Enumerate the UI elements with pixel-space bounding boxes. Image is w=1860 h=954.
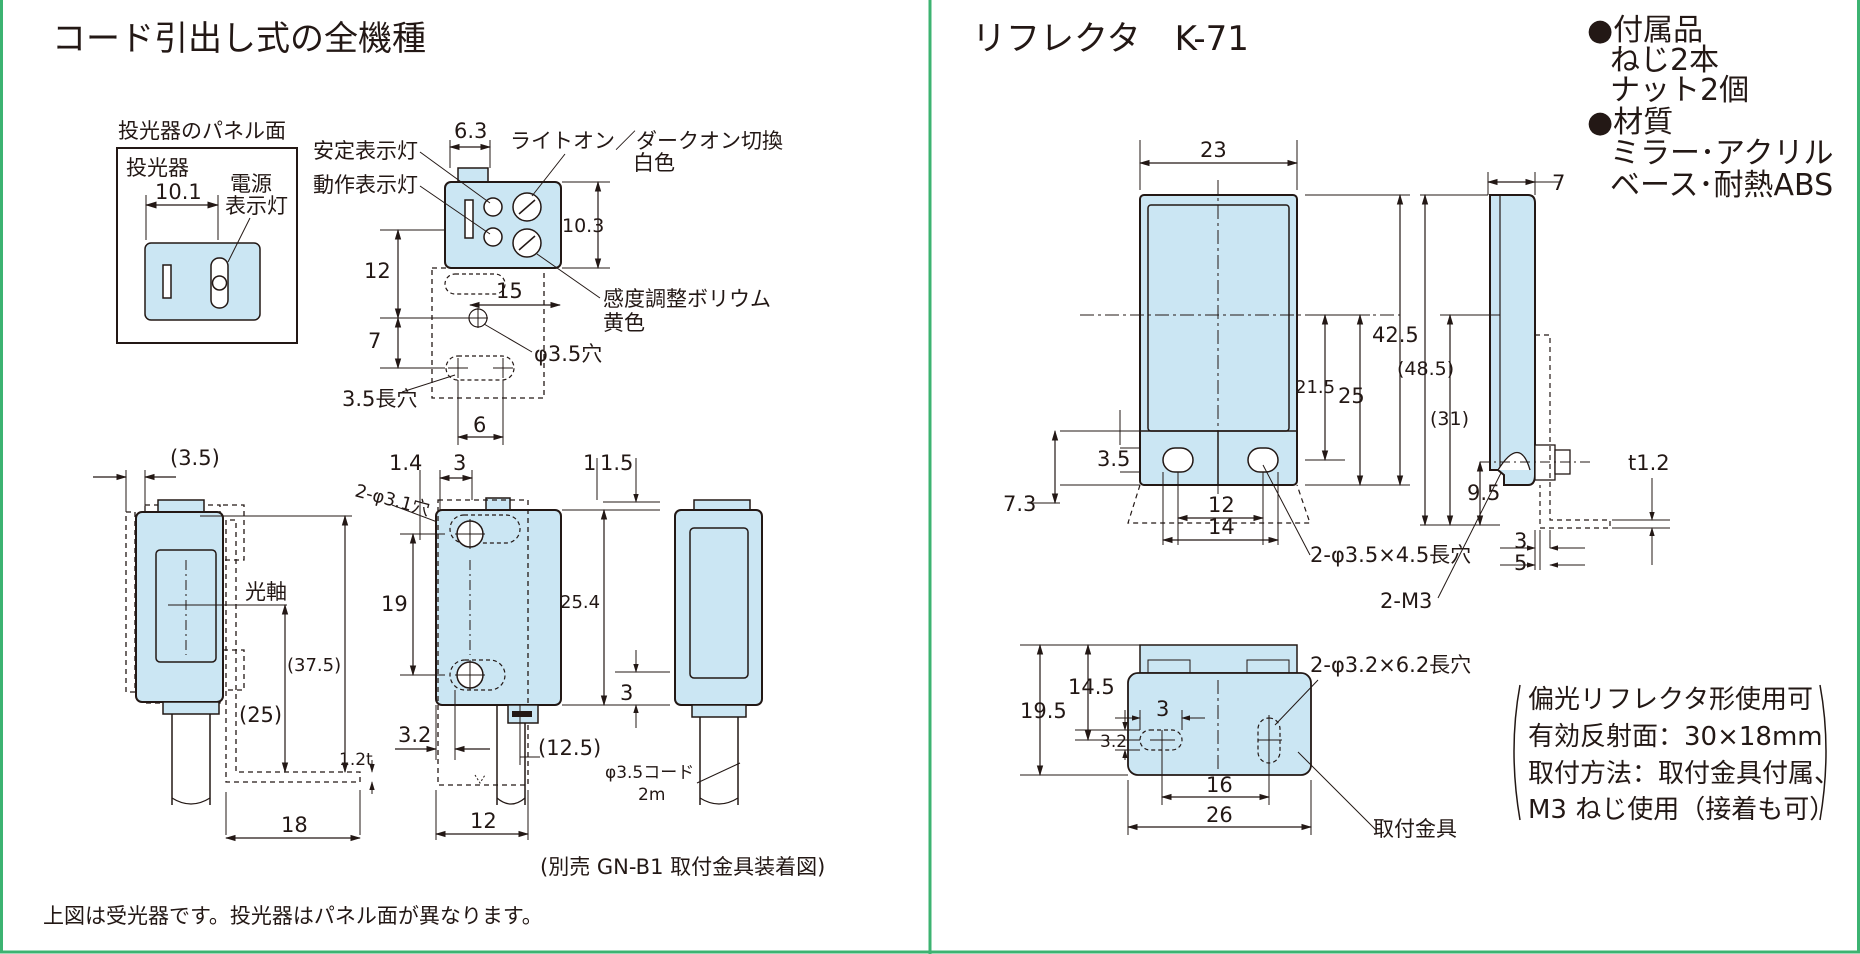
switch-label: ライトオン／ダークオン切換 [510, 129, 783, 153]
panel-lamp-label-2: 表示灯 [225, 194, 288, 218]
left-section: コード引出し式の全機種 投光器のパネル面 投光器 10.1 電源 表示灯 6.3 [43, 19, 825, 928]
panel-dim-10-1: 10.1 [155, 180, 202, 204]
front-dim-1-4: 1.4 [389, 451, 422, 475]
refl-side-dim-3: 3 [1514, 529, 1527, 553]
top-dim-6-3: 6.3 [454, 119, 487, 143]
mounting-bracket-view: 19.5 14.5 3.2 3 2-φ3.2×6.2長穴 16 26 取付金 [1020, 643, 1471, 841]
top-dim-15: 15 [496, 279, 523, 303]
cord-label-1: φ3.5コード [605, 763, 694, 783]
refl-dim-3-5: 3.5 [1097, 447, 1130, 471]
bracket-dim-14-5: 14.5 [1068, 675, 1115, 699]
sens-label: 感度調整ボリウム [603, 287, 771, 311]
panel-caption: 投光器のパネル面 [118, 119, 286, 143]
bracket-note: (別売 GN-B1 取付金具装着図) [540, 855, 825, 879]
side-dim-1-2t: 1.2t [339, 750, 373, 770]
side-dim-18: 18 [281, 813, 308, 837]
top-dim-12: 12 [364, 259, 391, 283]
refl-dim-48-5: (48.5) [1397, 358, 1454, 380]
spec-block: 偏光リフレクタ形使用可 有効反射面：30×18mm 取付方法：取付金具付属、 M… [1513, 684, 1840, 825]
right-section: リフレクタ K-71 ●付属品 ねじ2本 ナット2個 ●材質 ミラー･アクリル … [972, 13, 1840, 841]
front-dim-12: 12 [470, 809, 497, 833]
accessory-item-1: ねじ2本 [1610, 43, 1719, 78]
stable-lamp-label: 安定表示灯 [313, 139, 418, 163]
bracket-dim-19-5: 19.5 [1020, 699, 1067, 723]
reflector-front-view: 23 42.5 21.5 25 3.5 [1003, 138, 1506, 613]
spec-line-3: 取付方法：取付金具付属、 [1528, 759, 1840, 789]
refl-dim-25: 25 [1338, 384, 1365, 408]
accessory-heading: ●付属品 [1587, 13, 1703, 48]
accessory-item-2: ナット2個 [1610, 73, 1749, 108]
left-footnote: 上図は受光器です。投光器はパネル面が異なります。 [43, 904, 543, 928]
front-dim-3: 3 [453, 451, 466, 475]
refl-dim-14: 14 [1208, 515, 1235, 539]
front-dim-12-5: (12.5) [538, 736, 601, 760]
front-dim-3-2: 3.2 [398, 723, 431, 747]
refl-dim-21-5: 21.5 [1295, 377, 1335, 398]
front-dim-1: 1 [583, 451, 596, 475]
side-dim-3-5: (3.5) [170, 446, 220, 470]
refl-side-dim-7: 7 [1552, 171, 1565, 195]
reflector-side-view: 7 (48.5) (31) 9.5 t1.2 [1397, 171, 1670, 575]
switch-color: 白色 [633, 151, 675, 175]
refl-side-dim-5: 5 [1514, 551, 1527, 575]
refl-dim-31: (31) [1430, 408, 1469, 430]
top-dim-7: 7 [368, 329, 381, 353]
front-dim-1-5: 1.5 [600, 451, 633, 475]
material-1: ミラー･アクリル [1610, 136, 1834, 171]
refl-dim-12: 12 [1208, 493, 1235, 517]
left-title: コード引出し式の全機種 [52, 19, 426, 59]
spec-line-4: M3 ねじ使用（接着も可） [1528, 795, 1835, 825]
side-dim-37-5: (37.5) [287, 655, 341, 676]
material-2: ベース･耐熱ABS [1610, 168, 1833, 203]
emitter-panel-view: 投光器のパネル面 投光器 10.1 電源 表示灯 [116, 119, 298, 344]
sensor-top-view: 6.3 安定表示灯 動作表示灯 [313, 119, 783, 445]
optical-axis-label: 光軸 [245, 580, 287, 604]
refl-dim-7-3: 7.3 [1003, 492, 1036, 516]
spec-line-1: 偏光リフレクタ形使用可 [1528, 685, 1813, 715]
right-title: リフレクタ K-71 [972, 19, 1249, 59]
top-dim-10-3: 10.3 [562, 215, 604, 237]
bracket-dim-3-2: 3.2 [1100, 732, 1127, 752]
bracket-label: 取付金具 [1373, 817, 1457, 841]
rear-dim-3: 3 [620, 681, 633, 705]
top-dim-6: 6 [473, 413, 486, 437]
hole-label: φ3.5穴 [534, 342, 602, 366]
sensor-rear-view: 3 φ3.5コード 2m [605, 499, 763, 805]
sensor-front-view: 1.4 3 2-φ3.1穴 [353, 451, 660, 840]
accessories-block: ●付属品 ねじ2本 ナット2個 ●材質 ミラー･アクリル ベース･耐熱ABS [1587, 13, 1834, 203]
refl-dim-42-5: 42.5 [1372, 323, 1419, 347]
action-lamp-label: 動作表示灯 [313, 173, 418, 197]
sensor-side-view: (3.5) 光軸 (37.5) [93, 446, 375, 842]
cord-label-2: 2m [638, 785, 665, 805]
material-heading: ●材質 [1587, 105, 1673, 140]
sens-color: 黄色 [603, 311, 645, 335]
refl-slots-label: 2-φ3.5×4.5長穴 [1310, 543, 1471, 567]
refl-dim-9-5: 9.5 [1467, 481, 1500, 505]
bracket-dim-3: 3 [1156, 697, 1169, 721]
panel-lamp-label-1: 電源 [230, 172, 272, 196]
bracket-dim-26: 26 [1206, 803, 1233, 827]
spec-line-2: 有効反射面：30×18mm [1528, 722, 1823, 752]
refl-dim-23: 23 [1200, 138, 1227, 162]
panel-box-title: 投光器 [126, 156, 189, 180]
bracket-slots-label: 2-φ3.2×6.2長穴 [1310, 653, 1471, 677]
bracket-dim-16: 16 [1206, 773, 1233, 797]
refl-dim-t1-2: t1.2 [1628, 451, 1670, 475]
side-dim-25: (25) [239, 703, 282, 727]
refl-screws-label: 2-M3 [1380, 589, 1432, 613]
front-dim-25-4: 25.4 [560, 592, 600, 613]
front-dim-19: 19 [381, 592, 408, 616]
